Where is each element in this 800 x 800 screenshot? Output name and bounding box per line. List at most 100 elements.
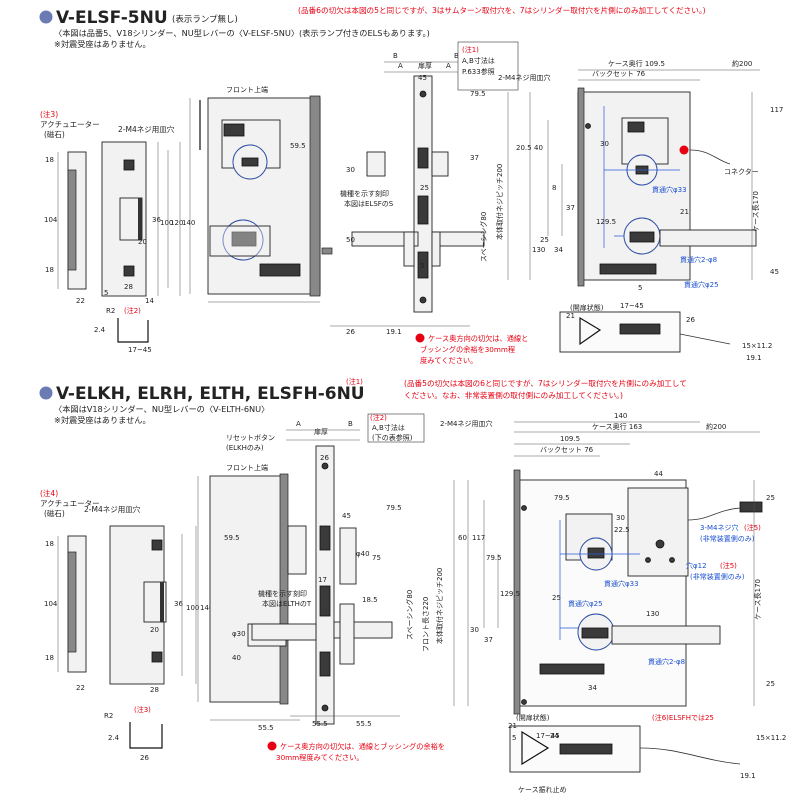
dim: 2.4 — [108, 734, 120, 742]
dim: 5 — [512, 734, 516, 742]
connector — [739, 501, 763, 513]
s2-r2: R2 — [104, 712, 113, 720]
dim: 117 — [770, 106, 783, 114]
lever-left — [251, 623, 317, 641]
dim: 104 — [44, 600, 58, 608]
cable — [687, 507, 741, 521]
side-latch-bar — [539, 663, 605, 675]
s2-emergency2: (非常装置側のみ) — [690, 572, 745, 581]
note1-box — [457, 41, 519, 91]
dim: 25 — [540, 236, 549, 244]
s1-hole8: 貫通穴2-φ8 — [680, 255, 717, 264]
dim: 34 — [588, 684, 597, 692]
rose-right — [339, 603, 355, 665]
dim: 45 — [418, 74, 427, 82]
s1-side-screw: 2-M4ネジ用皿穴 — [498, 73, 550, 82]
s2-warn: 30mm程度みてください。 — [276, 753, 364, 762]
s1-actuator: アクチュエーター — [40, 120, 100, 129]
s2-note5b: (注5) — [720, 561, 737, 570]
bullet-circle-icon — [39, 386, 53, 400]
dim: 117 — [472, 534, 485, 542]
section1-sub1: 〈本図は品番5、V18シリンダー、NU型レバーの〈V-ELSF-5NU〉(表示ラ… — [54, 28, 430, 38]
s2-spacing: スペーシング80 — [405, 590, 414, 640]
s1-case-depth: ケース奥行 109.5 — [608, 59, 665, 68]
front-plate — [315, 445, 335, 725]
note2-line: A,B寸法は — [372, 423, 405, 432]
s2-d140: 140 — [614, 412, 627, 420]
m4-hole — [655, 539, 665, 549]
latch-tip — [321, 247, 333, 255]
strike-lip — [138, 198, 142, 240]
s2-note6: (注6)ELSFHでは25 — [652, 713, 714, 722]
lamp-window — [223, 123, 245, 137]
dim: 44 — [654, 470, 663, 478]
dim: 55.5 — [356, 720, 372, 728]
actuator-inner — [67, 551, 77, 653]
open-bar — [559, 743, 613, 755]
warn-badge-icon — [679, 145, 689, 155]
s1-d15: 15×11.2 — [742, 342, 772, 350]
strike-screw-top — [151, 539, 163, 551]
s2-case-len: ケース長170 — [754, 579, 762, 620]
section1-title-suffix: (表示ランプ無し) — [172, 14, 238, 25]
s2-d109: 109.5 — [560, 435, 580, 443]
s1-screw-hole: 2-M4ネジ用皿穴 — [118, 124, 175, 134]
open-latch — [521, 730, 550, 766]
cable — [639, 747, 741, 765]
dim: 22 — [76, 297, 85, 305]
dim: 129.5 — [500, 590, 520, 598]
dim: 26 — [320, 454, 329, 462]
s2-front-len: フロント長さ220 — [422, 597, 430, 652]
s2-reset: リセットボタン — [226, 433, 275, 442]
dim: 60 — [458, 534, 467, 542]
s1-spacing: スペーシング80 — [479, 212, 488, 262]
dim: 30 — [470, 626, 479, 634]
dim: 8 — [552, 184, 556, 192]
s2-backset: バックセット 76 — [540, 446, 594, 454]
strike-profile — [129, 722, 163, 749]
s2-hole8: 貫通穴2-φ8 — [648, 657, 685, 666]
dim: 20 — [138, 238, 147, 246]
section1-open-detail: (開扉状態) 15×11.2 21 17~45 26 19.1 — [559, 302, 772, 362]
s2-note3: (注3) — [134, 705, 151, 714]
dim: 30 — [600, 140, 609, 148]
dim: 36 — [152, 216, 161, 224]
dim: 79.5 — [486, 554, 502, 562]
s1-r2: R2 — [106, 307, 115, 315]
s2-reset2: (ELKHのみ) — [226, 444, 264, 452]
dim: 2.4 — [94, 326, 106, 334]
dim: 79.5 — [554, 494, 570, 502]
dim: 26 — [346, 328, 355, 336]
lever-left — [351, 231, 419, 247]
edge-deadbolt — [417, 251, 429, 279]
dim: 36 — [174, 600, 183, 608]
strike-screw-top — [123, 159, 135, 171]
dim: 25 — [552, 594, 561, 602]
dim: 100 — [160, 219, 173, 227]
s2-hole33: 貫通穴φ33 — [604, 579, 639, 588]
escutcheon-right — [339, 527, 357, 585]
cable — [689, 149, 731, 165]
s2-open-state: (開扉状態) — [516, 713, 550, 722]
warn-badge-icon — [267, 741, 277, 751]
note2-box — [367, 413, 425, 443]
s1-case-len: ケース長170 — [752, 191, 760, 232]
side-front — [513, 469, 521, 715]
strike-screw-bottom — [151, 651, 163, 663]
lock-case — [209, 475, 287, 703]
s1-backset: バックセット 76 — [592, 70, 646, 78]
section2-header: V-ELKH, ELRH, ELTH, ELSFH-6NU (注1) (品番5の… — [39, 377, 687, 425]
cylinder-key — [241, 157, 259, 167]
dim: 25 — [766, 494, 775, 502]
dim: 17~45 — [620, 302, 644, 310]
side-latch-bar — [599, 263, 657, 275]
dim: 50 — [346, 236, 355, 244]
latch-bar — [259, 263, 301, 277]
dim: 22.5 — [614, 526, 630, 534]
section2-side: 2-M4ネジ用皿穴 140 ケース奥行 163 約200 109.5 バックセッ… — [440, 412, 775, 715]
section2-edge: A 扉厚 B 機種を示す刻印 本図はELTHのT 26 17 45 18.5 φ… — [251, 413, 444, 728]
dim: 40 — [534, 144, 543, 152]
lever-bracket — [209, 225, 271, 257]
edge-deadbolt — [319, 651, 331, 677]
dim: 55.5 — [312, 720, 328, 728]
